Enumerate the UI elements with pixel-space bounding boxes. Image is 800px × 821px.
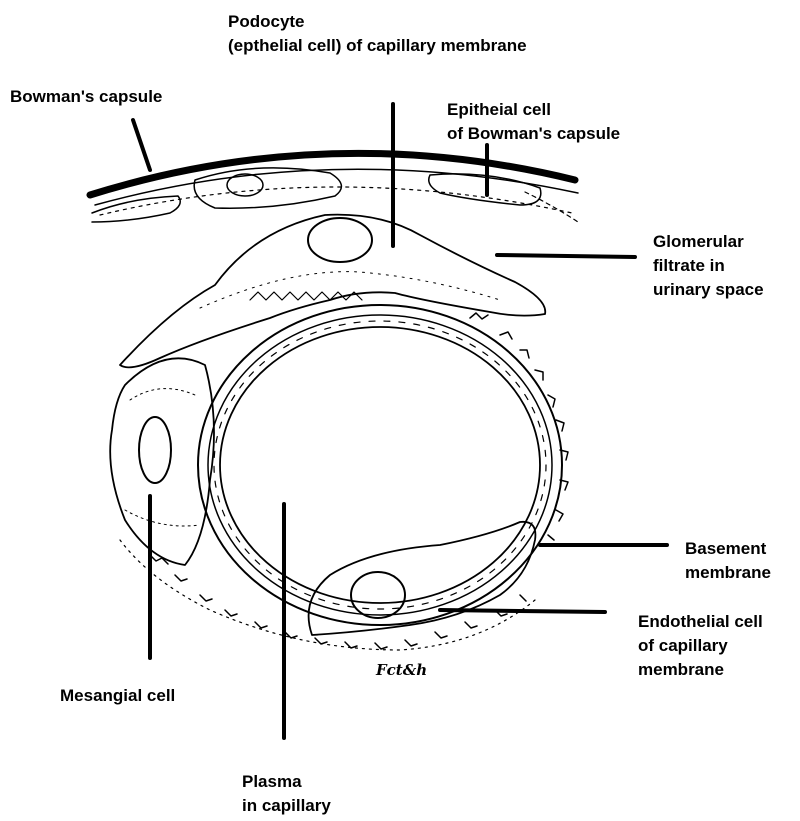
mesangial-nucleus <box>139 417 171 483</box>
label-plasma: Plasma in capillary <box>242 770 331 818</box>
endothelial-cell <box>309 522 536 635</box>
label-podocyte: Podocyte (epthelial cell) of capillary m… <box>228 10 527 58</box>
label-glomerular-filtrate: Glomerular filtrate in urinary space <box>653 230 764 302</box>
label-glomerular-filtrate-line3: urinary space <box>653 278 764 302</box>
label-glomerular-filtrate-line1: Glomerular <box>653 230 764 254</box>
label-glomerular-filtrate-line2: filtrate in <box>653 254 764 278</box>
label-mesangial-cell: Mesangial cell <box>60 684 175 708</box>
epithelial-cell-right <box>429 174 541 205</box>
label-basement-membrane: Basement membrane <box>685 537 771 585</box>
label-endothelial-cell-line2: of capillary <box>638 634 763 658</box>
leader-bowmans-capsule <box>133 120 150 170</box>
leader-endothelial-cell <box>440 610 605 612</box>
epithelial-cell-nucleus <box>227 174 263 196</box>
artist-signature: Fct&h <box>376 658 427 682</box>
label-bowmans-capsule: Bowman's capsule <box>10 85 162 109</box>
label-plasma-line1: Plasma <box>242 770 331 794</box>
label-mesangial-cell-line1: Mesangial cell <box>60 684 175 708</box>
label-basement-membrane-line1: Basement <box>685 537 771 561</box>
basement-membrane-ring <box>208 315 552 615</box>
capillary-outer-wall <box>198 305 562 625</box>
leader-glomerular-filtrate <box>497 255 635 257</box>
label-endothelial-cell-line1: Endothelial cell <box>638 610 763 634</box>
label-podocyte-line1: Podocyte <box>228 10 527 34</box>
label-endothelial-cell: Endothelial cell of capillary membrane <box>638 610 763 682</box>
label-epithelial-cell-line1: Epitheial cell <box>447 98 620 122</box>
label-epithelial-cell: Epitheial cell of Bowman's capsule <box>447 98 620 146</box>
label-endothelial-cell-line3: membrane <box>638 658 763 682</box>
label-plasma-line2: in capillary <box>242 794 331 818</box>
foot-processes <box>470 313 568 540</box>
endothelial-nucleus <box>351 572 405 618</box>
label-bowmans-capsule-line1: Bowman's capsule <box>10 85 162 109</box>
podocyte-nucleus <box>308 218 372 262</box>
label-epithelial-cell-line2: of Bowman's capsule <box>447 122 620 146</box>
label-basement-membrane-line2: membrane <box>685 561 771 585</box>
label-podocyte-line2: (epthelial cell) of capillary membrane <box>228 34 527 58</box>
epithelial-cell-left <box>92 196 180 222</box>
capillary-lumen <box>220 327 540 603</box>
